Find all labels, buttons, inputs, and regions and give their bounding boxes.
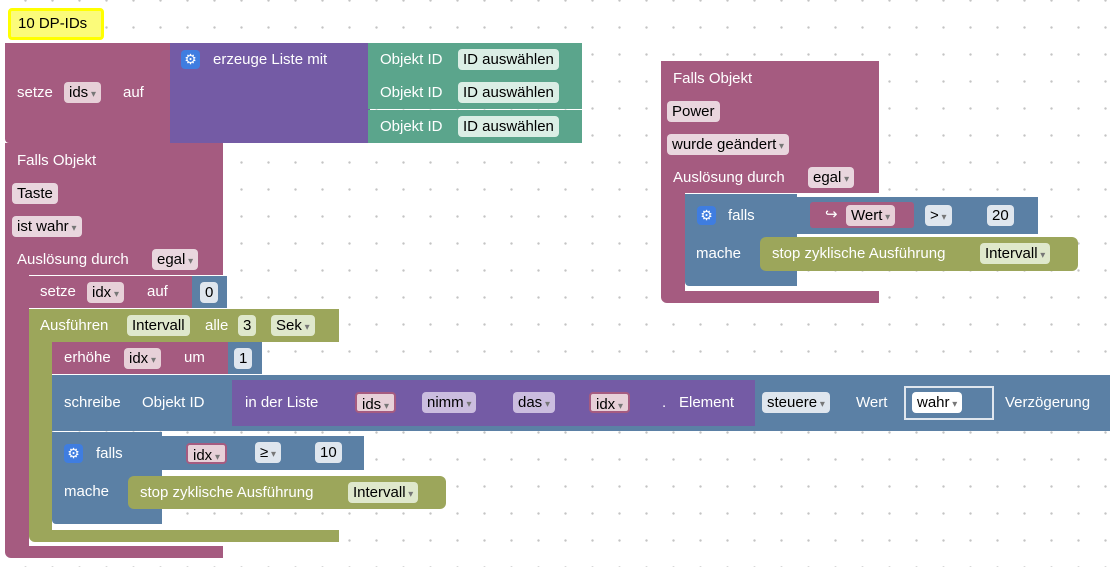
ausloesung-dropdown[interactable]: egal bbox=[152, 249, 199, 270]
object-field[interactable]: Power bbox=[667, 101, 720, 122]
object-id-label: Objekt ID bbox=[380, 84, 443, 101]
id-select-field[interactable]: ID auswählen bbox=[458, 49, 559, 70]
set-idx-block[interactable]: setze idx auf bbox=[29, 276, 199, 308]
um-label: um bbox=[184, 349, 205, 366]
number-field[interactable]: 20 bbox=[987, 205, 1014, 226]
number-field[interactable]: 1 bbox=[234, 348, 253, 369]
schreibe-label: schreibe bbox=[64, 394, 121, 411]
ausloesung-label: Auslösung durch bbox=[673, 169, 785, 186]
trigger-spine bbox=[5, 275, 29, 547]
stop-label: stop zyklische Ausführung bbox=[772, 245, 946, 262]
ausloesung-label: Auslösung durch bbox=[17, 251, 129, 268]
stop-block-right[interactable]: stop zyklische Ausführung Intervall bbox=[760, 237, 1078, 271]
compare-block-left[interactable]: idx ≥ 10 bbox=[158, 436, 364, 470]
interval-spine bbox=[29, 342, 52, 530]
if-block-right[interactable]: ⚙ falls mache bbox=[685, 194, 797, 286]
operator-dropdown[interactable]: ≥ bbox=[255, 442, 282, 463]
falls-objekt-label: Falls Objekt bbox=[673, 70, 753, 87]
operator-dropdown[interactable]: > bbox=[925, 205, 952, 226]
idx-var-dropdown[interactable]: idx bbox=[186, 443, 227, 464]
compare-block-right[interactable]: ↪ Wert > 20 bbox=[792, 197, 1038, 234]
object-id-label: Objekt ID bbox=[380, 51, 443, 68]
falls-label: falls bbox=[96, 445, 123, 462]
auf-label: auf bbox=[147, 283, 168, 300]
verzoegerung-label: Verzögerung bbox=[1005, 394, 1091, 411]
number-block-1[interactable]: 1 bbox=[228, 342, 262, 374]
idx-var-dropdown[interactable]: idx bbox=[124, 348, 161, 369]
mache-label: mache bbox=[696, 245, 742, 262]
object-id-block-1[interactable]: Objekt ID ID auswählen bbox=[368, 43, 582, 76]
trigger-spine-right bbox=[661, 193, 685, 292]
wert-value-block[interactable]: ↪ Wert bbox=[810, 202, 914, 228]
stop-block-left[interactable]: stop zyklische Ausführung Intervall bbox=[128, 476, 446, 509]
id-select-field[interactable]: ID auswählen bbox=[458, 116, 559, 137]
element-label: Element bbox=[679, 394, 735, 411]
gear-icon[interactable]: ⚙ bbox=[64, 444, 83, 463]
trigger-block-left[interactable]: Falls Objekt Taste ist wahr Auslösung du… bbox=[5, 143, 223, 275]
trigger-footer bbox=[5, 546, 223, 558]
comment-bubble[interactable]: 10 DP-IDs bbox=[8, 8, 104, 40]
ausfuehren-label: Ausführen bbox=[40, 317, 109, 334]
dot-label: . bbox=[662, 394, 667, 411]
object-id-block-3[interactable]: Objekt ID ID auswählen bbox=[368, 110, 582, 143]
condition-dropdown[interactable]: ist wahr bbox=[12, 216, 82, 237]
falls-label: falls bbox=[728, 207, 755, 224]
bool-block-wahr[interactable]: wahr bbox=[904, 386, 994, 420]
number-field[interactable]: 10 bbox=[315, 442, 342, 463]
condition-dropdown[interactable]: wurde geändert bbox=[667, 134, 790, 155]
create-list-block[interactable]: ⚙ erzeuge Liste mit bbox=[170, 43, 370, 143]
wert-label: Wert bbox=[856, 394, 888, 411]
comment-text: 10 DP-IDs bbox=[18, 15, 88, 32]
erhoehe-label: erhöhe bbox=[64, 349, 111, 366]
index-var-dropdown[interactable]: idx bbox=[589, 392, 630, 413]
list-get-block[interactable]: in der Liste ids nimm das idx . Element bbox=[232, 380, 755, 426]
increase-block[interactable]: erhöhe idx um bbox=[52, 342, 232, 374]
number-block-0[interactable]: 0 bbox=[192, 276, 227, 308]
set-label: setze bbox=[17, 84, 53, 101]
trigger-block-right[interactable]: Falls Objekt Power wurde geändert Auslös… bbox=[661, 61, 879, 193]
interval-value-field[interactable]: 3 bbox=[238, 315, 257, 336]
list-var-dropdown[interactable]: ids bbox=[355, 392, 396, 413]
gear-icon[interactable]: ⚙ bbox=[697, 206, 716, 225]
interval-footer bbox=[29, 530, 339, 542]
interval-block[interactable]: Ausführen Intervall alle 3 Sek bbox=[29, 309, 339, 342]
return-arrow-icon: ↪ bbox=[825, 206, 838, 223]
ausloesung-dropdown[interactable]: egal bbox=[808, 167, 855, 188]
interval-name-field[interactable]: Intervall bbox=[127, 315, 190, 336]
in-der-liste-label: in der Liste bbox=[245, 394, 319, 411]
bool-dropdown[interactable]: wahr bbox=[912, 392, 963, 413]
nimm-dropdown[interactable]: nimm bbox=[422, 392, 477, 413]
set-label: setze bbox=[40, 283, 76, 300]
auf-label: auf bbox=[123, 84, 144, 101]
stop-interval-dropdown[interactable]: Intervall bbox=[980, 243, 1051, 264]
object-field[interactable]: Taste bbox=[12, 183, 58, 204]
falls-objekt-label: Falls Objekt bbox=[17, 152, 97, 169]
alle-label: alle bbox=[205, 317, 229, 334]
number-field[interactable]: 0 bbox=[200, 282, 219, 303]
gear-icon[interactable]: ⚙ bbox=[181, 50, 200, 69]
list-label: erzeuge Liste mit bbox=[213, 51, 328, 68]
steuere-dropdown[interactable]: steuere bbox=[762, 392, 830, 413]
object-id-label: Objekt ID bbox=[380, 118, 443, 135]
idx-var-dropdown[interactable]: idx bbox=[87, 282, 124, 303]
wert-dropdown[interactable]: Wert bbox=[846, 205, 896, 226]
interval-unit-dropdown[interactable]: Sek bbox=[271, 315, 315, 336]
mache-label: mache bbox=[64, 483, 110, 500]
trigger-footer-right bbox=[661, 291, 879, 303]
stop-interval-dropdown[interactable]: Intervall bbox=[348, 482, 419, 503]
set-ids-block[interactable]: setze ids auf bbox=[5, 43, 170, 143]
stop-label: stop zyklische Ausführung bbox=[140, 484, 314, 501]
id-select-field[interactable]: ID auswählen bbox=[458, 82, 559, 103]
objekt-id-label: Objekt ID bbox=[142, 394, 205, 411]
ids-var-dropdown[interactable]: ids bbox=[64, 82, 101, 103]
das-dropdown[interactable]: das bbox=[513, 392, 555, 413]
object-id-block-2[interactable]: Objekt ID ID auswählen bbox=[368, 76, 582, 109]
